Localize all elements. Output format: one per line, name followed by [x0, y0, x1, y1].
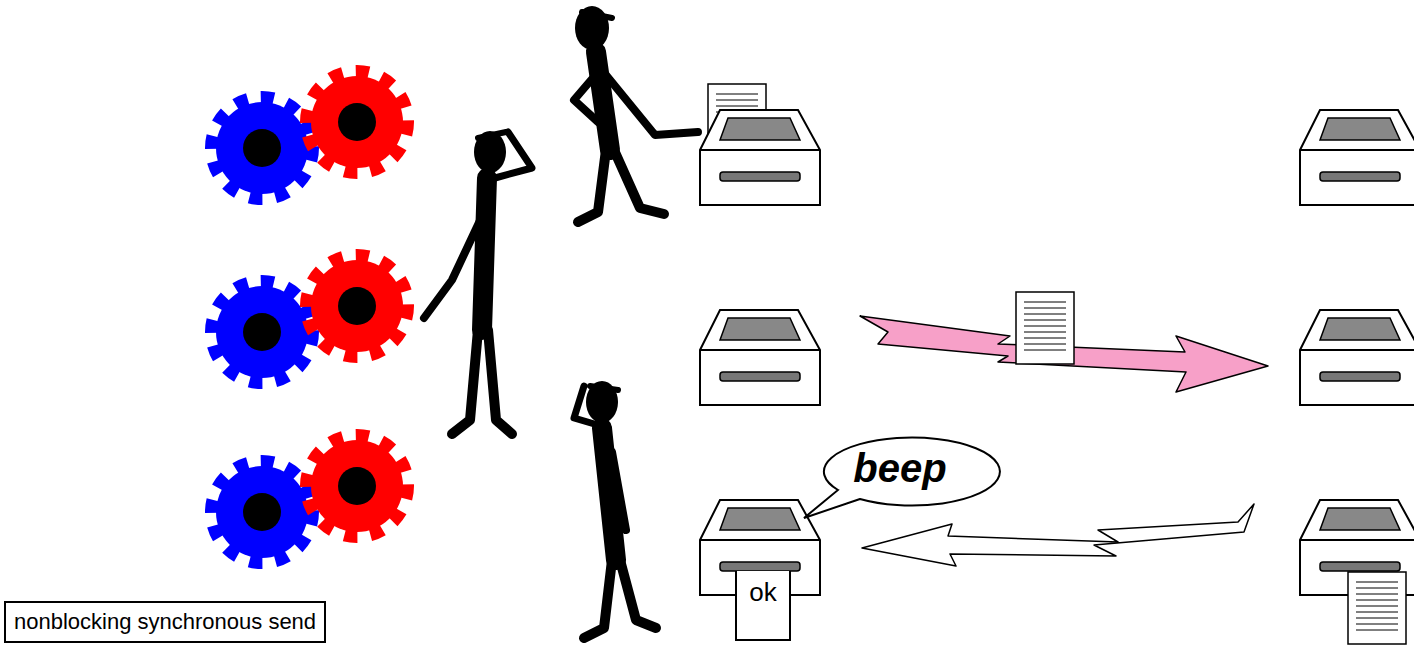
paper-sheet	[1348, 572, 1406, 644]
fax-machine	[1300, 110, 1414, 205]
paper-slip: ok	[735, 571, 791, 641]
fax-machine	[700, 110, 820, 205]
acknowledgement-arrow	[862, 504, 1254, 566]
gear-pair	[212, 256, 407, 382]
bubble-outline	[804, 438, 1000, 518]
person-figure	[574, 6, 698, 222]
sound-text: beep	[853, 446, 946, 491]
person-figure	[574, 381, 656, 638]
speech-bubble: beep	[810, 432, 990, 504]
gear-pair	[212, 72, 407, 198]
person-figure	[424, 131, 532, 434]
paper-text: ok	[749, 577, 776, 608]
caption-box: nonblocking synchronous send	[4, 601, 326, 643]
fax-machine	[1300, 310, 1414, 405]
fax-machine	[700, 310, 820, 405]
gear-pair	[212, 436, 407, 562]
paper-sheet	[1016, 292, 1074, 364]
